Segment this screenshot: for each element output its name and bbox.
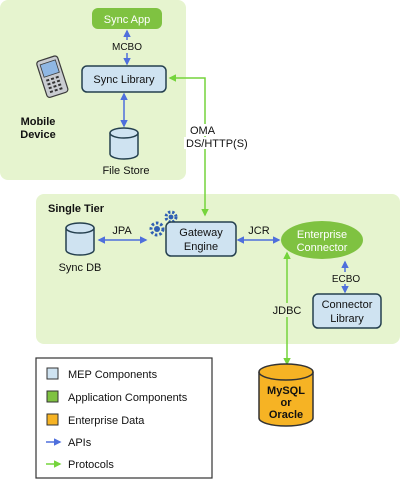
legend-label-enterprise-data: Enterprise Data (68, 415, 145, 427)
sync-db-node (65, 222, 95, 256)
gear-icon (149, 210, 178, 237)
legend-label-application: Application Components (68, 392, 188, 404)
enterprise-connector-label-2: Connector (297, 242, 348, 254)
gateway-engine-label: Gateway (179, 227, 223, 239)
sync-app-label: Sync App (104, 14, 150, 26)
database-label-2: or (281, 397, 293, 409)
legend-swatch-mep (46, 367, 59, 380)
legend-swatch-application (46, 390, 59, 403)
jcr-label: JCR (248, 225, 269, 237)
jdbc-label: JDBC (273, 305, 302, 317)
sync-library-label: Sync Library (93, 74, 155, 86)
oma-label-2: DS/HTTP(S) (186, 138, 248, 150)
legend-label-apis: APIs (68, 437, 92, 449)
legend-label-mep: MEP Components (68, 369, 158, 381)
sync-app-node (92, 8, 162, 29)
jpa-label: JPA (112, 225, 132, 237)
file-store-label: File Store (102, 165, 149, 177)
connector-library-node (312, 293, 382, 329)
gateway-engine-node (165, 221, 237, 257)
database-node (258, 363, 314, 427)
mcbo-label: MCBO (112, 42, 142, 53)
legend-swatch-enterprise-data (46, 413, 59, 426)
connector-library-label: Connector (322, 299, 373, 311)
legend-frame (35, 357, 213, 479)
database-label: MySQL (267, 385, 305, 397)
legend-label-protocols: Protocols (68, 459, 114, 471)
legend: MEP Components Application Components En… (35, 357, 213, 479)
sync-library-node (81, 65, 167, 93)
enterprise-connector-node (281, 221, 363, 259)
oma-protocol-arrow (168, 74, 209, 217)
ecbo-label: ECBO (332, 274, 361, 285)
mobile-device-label: Mobile (21, 116, 56, 128)
file-store-node (109, 127, 139, 160)
gateway-engine-label-2: Engine (184, 241, 218, 253)
sync-db-label: Sync DB (59, 262, 102, 274)
oma-label: OMA (190, 125, 216, 137)
single-tier-label: Single Tier (48, 203, 105, 215)
enterprise-connector-label: Enterprise (297, 229, 347, 241)
database-label-3: Oracle (269, 409, 303, 421)
connector-library-label-2: Library (330, 313, 364, 325)
mobile-phone-icon (36, 55, 69, 98)
mobile-device-label-2: Device (20, 129, 55, 141)
